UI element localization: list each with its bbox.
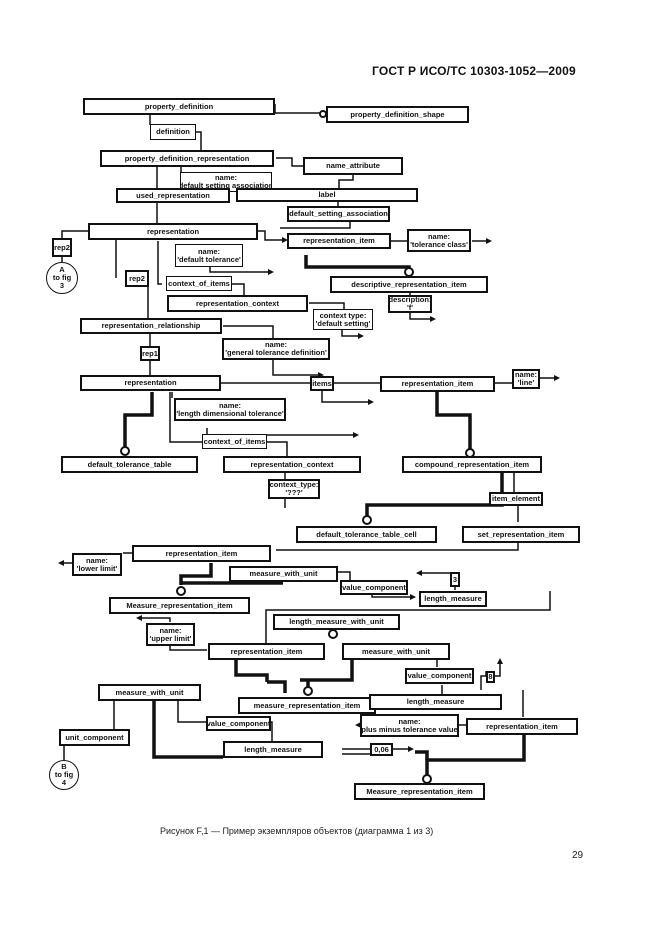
label-rep2-a: rep2: [52, 238, 72, 257]
annotation-name-default-setting: name: 'default setting association': [180, 172, 272, 192]
attribute-value-component-1: value_component: [340, 580, 408, 595]
label-rep2-b: rep2: [125, 270, 149, 287]
entity-property-definition-representation: property_definition_representation: [100, 150, 274, 167]
attribute-value-component-3: value_component: [206, 716, 271, 731]
annotation-name-tolerance-class: name: 'tolerance class': [407, 229, 471, 252]
entity-representation-context-2: representation_context: [223, 456, 361, 473]
entity-representation-relationship: representation_relationship: [80, 318, 222, 334]
annotation-name-length-dimensional: name: 'length dimensional tolerance': [174, 398, 286, 421]
offpage-connector-a: A to fig 3: [46, 262, 78, 294]
attribute-context-of-items-2: context_of_items: [202, 434, 267, 449]
entity-length-measure-1: length_measure: [419, 591, 487, 607]
entity-measure-representation-item-2: measure_representation_item: [238, 697, 376, 714]
attribute-value-component-2: value_component: [405, 668, 474, 684]
entity-representation-item-2: representation_item: [380, 376, 495, 392]
entity-length-measure-2: length_measure: [369, 694, 502, 710]
entity-measure-with-unit-1: measure_with_unit: [229, 566, 338, 582]
entity-length-measure-with-unit: length_measure_with_unit: [273, 614, 400, 630]
annotation-context-type-default: context type: 'default setting': [313, 309, 373, 330]
entity-measure-representation-item-1: Measure_representation_item: [109, 597, 250, 614]
document-id-header: ГОСТ Р ИСО/ТС 10303-1052—2009: [372, 64, 576, 78]
entity-property-definition-shape: property_definition_shape: [326, 106, 469, 123]
attribute-label: label: [236, 188, 418, 202]
annotation-name-line: name: 'line': [512, 369, 540, 389]
label-rep1: rep1: [140, 346, 160, 361]
entity-default-tolerance-table: default_tolerance_table: [61, 456, 198, 473]
entity-property-definition: property_definition: [83, 98, 275, 115]
page-number: 29: [572, 850, 584, 861]
annotation-name-general-tolerance: name: 'general tolerance definition': [222, 338, 330, 360]
entity-representation-item-5: representation_item: [466, 718, 578, 735]
offpage-connector-b: B to fig 4: [49, 760, 79, 790]
entity-representation-item-3: representation_item: [132, 545, 271, 562]
attribute-definition: definition: [150, 124, 196, 140]
entity-compound-representation-item: compound_representation_item: [402, 456, 542, 473]
label-number-3: 3: [450, 572, 460, 587]
label-number-8: 8: [486, 671, 495, 683]
attribute-items: items: [310, 376, 334, 391]
entity-descriptive-representation-item: descriptive_representation_item: [330, 276, 488, 293]
entity-name-attribute: name_attribute: [303, 157, 403, 175]
entity-representation-2: representation: [80, 375, 221, 391]
annotation-name-plus-minus-tolerance: name: 'plus minus tolerance value': [360, 714, 459, 737]
annotation-name-lower-limit: name: 'lower limit': [72, 553, 122, 576]
entity-default-tolerance-table-cell: default_tolerance_table_cell: [296, 526, 437, 543]
label-value-0-06: 0,06: [370, 743, 393, 756]
entity-representation-item-1: representation_item: [287, 233, 391, 249]
entity-set-representation-item: set_representation_item: [462, 526, 580, 543]
entity-length-measure-3: length_measure: [223, 741, 323, 758]
figure-caption: Рисунок F,1 — Пример экземпляров объекто…: [160, 826, 434, 836]
annotation-name-default-tolerance: name: 'default tolerance': [175, 244, 243, 267]
annotation-name-upper-limit: name: 'upper limit': [146, 623, 195, 646]
entity-measure-with-unit-3: measure_with_unit: [98, 684, 201, 701]
annotation-context-type-unknown: context_type: '???': [268, 479, 320, 499]
entity-representation-1: representation: [88, 223, 258, 240]
attribute-item-element: item_element: [489, 492, 543, 506]
entity-default-setting-association: default_setting_association: [287, 206, 390, 222]
attribute-unit-component: unit_component: [59, 729, 130, 746]
entity-measure-representation-item-3: Measure_representation_item: [354, 783, 485, 800]
annotation-description: description: 'f': [388, 295, 432, 313]
entity-measure-with-unit-2: measure_with_unit: [342, 643, 450, 660]
attribute-used-representation: used_representation: [116, 188, 230, 203]
entity-representation-context-1: representation_context: [167, 295, 308, 312]
entity-representation-item-4: representation_item: [208, 643, 325, 660]
attribute-context-of-items-1: context_of_items: [166, 276, 232, 291]
